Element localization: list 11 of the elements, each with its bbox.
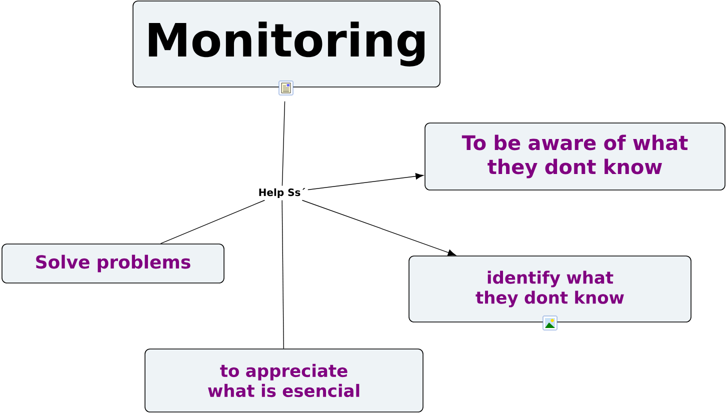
concept-box: Monitoring: [132, 0, 440, 88]
concept-box: Solve problems: [2, 244, 224, 284]
connector: [302, 200, 456, 256]
concept-box: identify what they dont know: [408, 256, 692, 322]
connector: [282, 200, 284, 349]
linking-phrase: Help Ss´: [259, 188, 306, 198]
concept-box: to appreciate what is esencial: [144, 348, 424, 412]
connector: [160, 200, 265, 244]
connector: [308, 173, 424, 190]
concept-box: To be aware of what they dont know: [424, 122, 726, 190]
connector: [282, 101, 286, 186]
